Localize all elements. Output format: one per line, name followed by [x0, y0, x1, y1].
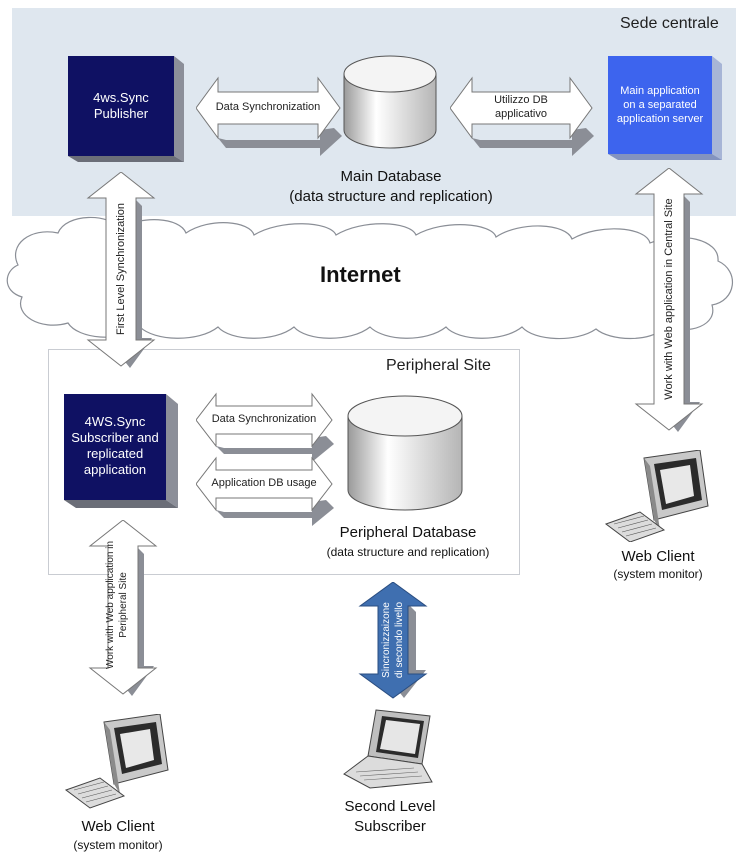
main-database-subtitle: (data structure and replication)	[289, 188, 493, 205]
publisher-label: 4ws.Sync Publisher	[93, 90, 149, 121]
web-client-left-title: Web Client	[81, 818, 155, 835]
peripheral-database-subtitle: (data structure and replication)	[326, 545, 490, 559]
second-level-label: Sincronizzaizone di secondo livello	[380, 580, 406, 700]
arrow-data-sync-top	[196, 76, 342, 156]
publisher-box-shape	[68, 56, 184, 162]
arrow-first-level-sync	[86, 172, 156, 368]
subscriber-label: 4WS.Sync Subscriber and replicated appli…	[71, 414, 159, 477]
internet-label: Internet	[320, 262, 401, 287]
web-client-left-computer-icon	[64, 714, 169, 809]
peripheral-site-title: Peripheral Site	[386, 357, 491, 374]
arrow-db-usage-top	[450, 76, 594, 156]
web-client-right-subtitle: (system monitor)	[613, 567, 703, 581]
web-client-right-computer-icon	[604, 450, 709, 542]
arrow-peripheral-web	[88, 520, 158, 696]
app-server-box-shape	[608, 56, 722, 160]
data-sync-top-label: Data Synchronization	[215, 101, 321, 113]
arrow-data-sync-peripheral	[196, 392, 334, 462]
peripheral-web-label-1: Work with Web application in	[105, 540, 116, 670]
main-database-title: Main Database	[340, 168, 442, 185]
second-level-label-1: Sincronizzaizone	[381, 602, 392, 678]
app-db-usage-label: Application DB usage	[211, 477, 317, 489]
peripheral-database-title: Peripheral Database	[339, 524, 477, 541]
central-site-title: Sede centrale	[620, 15, 719, 32]
main-database-icon	[343, 55, 437, 149]
data-sync-peripheral-label: Data Synchronization	[211, 413, 317, 425]
peripheral-web-label-2: Peripheral Site	[118, 572, 129, 638]
second-level-subscriber-title-2: Subscriber	[354, 818, 426, 835]
db-usage-top-label-1: Utilizzo DB	[494, 94, 548, 106]
app-server-label: Main application on a separated applicat…	[616, 85, 704, 125]
second-level-label-2: di secondo livello	[394, 601, 405, 679]
peripheral-database-icon	[347, 395, 463, 511]
web-client-right-title: Web Client	[621, 548, 695, 565]
second-level-subscriber-title-1: Second Level	[344, 798, 436, 815]
arrow-app-db-usage	[196, 456, 334, 526]
first-level-label: First Level Synchronization	[115, 202, 127, 336]
arrow-second-level-sync	[358, 582, 428, 699]
subscriber-box-shape	[64, 394, 178, 508]
peripheral-web-label: Work with Web application in Peripheral …	[104, 515, 130, 695]
internet-cloud	[6, 216, 734, 340]
second-level-laptop-icon	[343, 709, 433, 789]
db-usage-top-label-2: applicativo	[495, 108, 547, 120]
web-client-left-subtitle: (system monitor)	[73, 838, 163, 852]
central-web-label: Work with Web application in Central Sit…	[663, 198, 675, 400]
arrow-central-web	[634, 168, 704, 432]
